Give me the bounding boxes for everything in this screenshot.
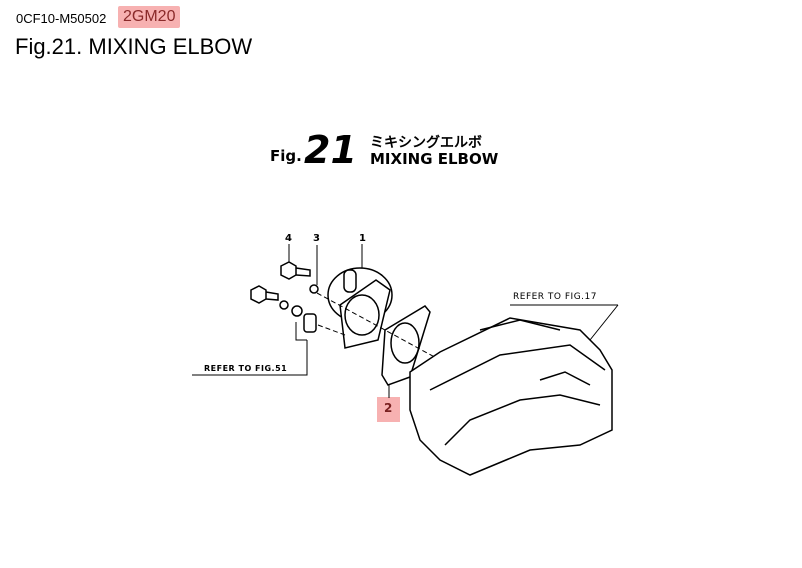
part-code: 0CF10-M50502 [16, 11, 107, 26]
exhaust-manifold [409, 304, 619, 476]
refer-fig51-note: REFER TO FIG.51 [204, 364, 288, 373]
part-label-3[interactable]: 3 [313, 233, 320, 244]
part-2-highlight[interactable] [377, 397, 400, 422]
mixing-elbow-part-1 [327, 244, 393, 349]
refer-fig17-note: REFER TO FIG.17 [513, 292, 597, 302]
fig-prefix: Fig. [270, 147, 302, 165]
title-english: MIXING ELBOW [370, 150, 499, 168]
page-title: Fig.21. MIXING ELBOW [15, 34, 253, 59]
model-badge[interactable]: 2GM20 [118, 6, 181, 28]
bolt-4-lower [250, 285, 279, 304]
part-label-1[interactable]: 1 [359, 233, 366, 244]
part-label-4[interactable]: 4 [285, 233, 292, 244]
bolt-4-upper [280, 244, 311, 280]
fig-number: 21 [304, 128, 357, 172]
part-label-2[interactable]: 2 [384, 401, 393, 415]
title-japanese: ミキシングエルボ [370, 135, 482, 151]
